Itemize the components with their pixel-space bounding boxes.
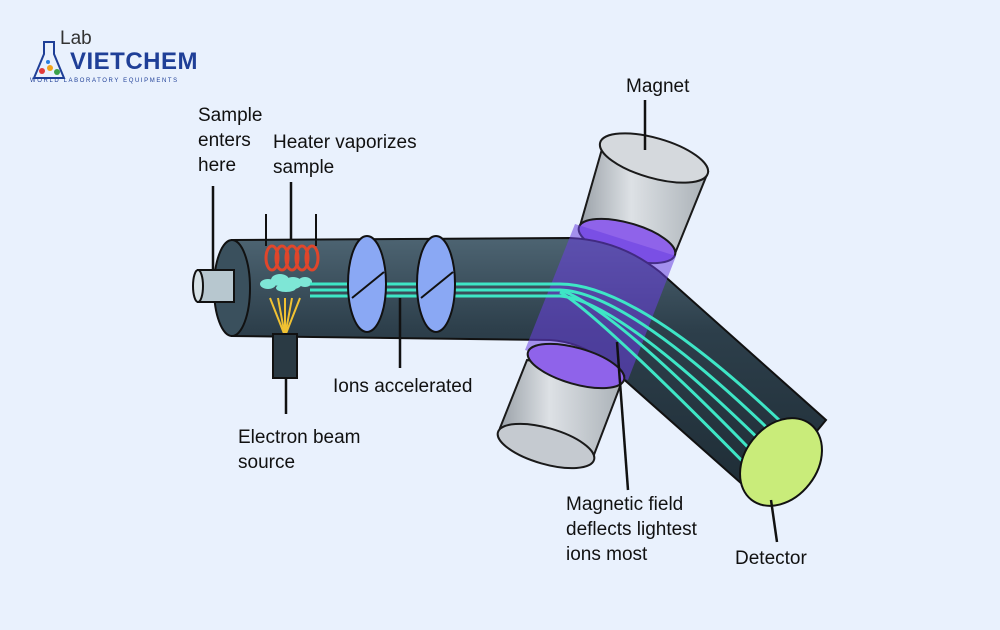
logo-brand-text: VIETCHEM — [70, 48, 199, 75]
label-detector: Detector — [735, 548, 807, 569]
label-magnetic-field: Magnetic field deflects lightest ions mo… — [566, 494, 697, 565]
logo: Lab VIETCHEM WORLD LABORATORY EQUIPMENTS — [30, 28, 199, 90]
logo-tagline: WORLD LABORATORY EQUIPMENTS — [30, 78, 179, 84]
ion-beams — [310, 282, 802, 476]
label-ions-accelerated: Ions accelerated — [333, 376, 473, 397]
label-heater: Heater vaporizes sample — [273, 132, 417, 178]
accelerator-plate-2 — [416, 235, 456, 333]
sample-inlet — [192, 269, 235, 303]
flask-logo-icon — [32, 41, 66, 79]
vapor-cloud — [260, 274, 312, 292]
detector — [739, 417, 823, 507]
logo-lab-text: Lab — [60, 28, 92, 49]
heater-coil — [264, 214, 320, 272]
electron-beam-source — [272, 333, 298, 379]
magnet-bottom — [496, 342, 626, 470]
label-electron-beam-source: Electron beam source — [238, 427, 361, 473]
label-sample: Sample enters here — [198, 105, 263, 176]
electron-beam — [269, 297, 301, 337]
label-magnet: Magnet — [626, 76, 690, 97]
accelerator-plate-1 — [347, 235, 387, 333]
leader-lines — [211, 100, 779, 543]
